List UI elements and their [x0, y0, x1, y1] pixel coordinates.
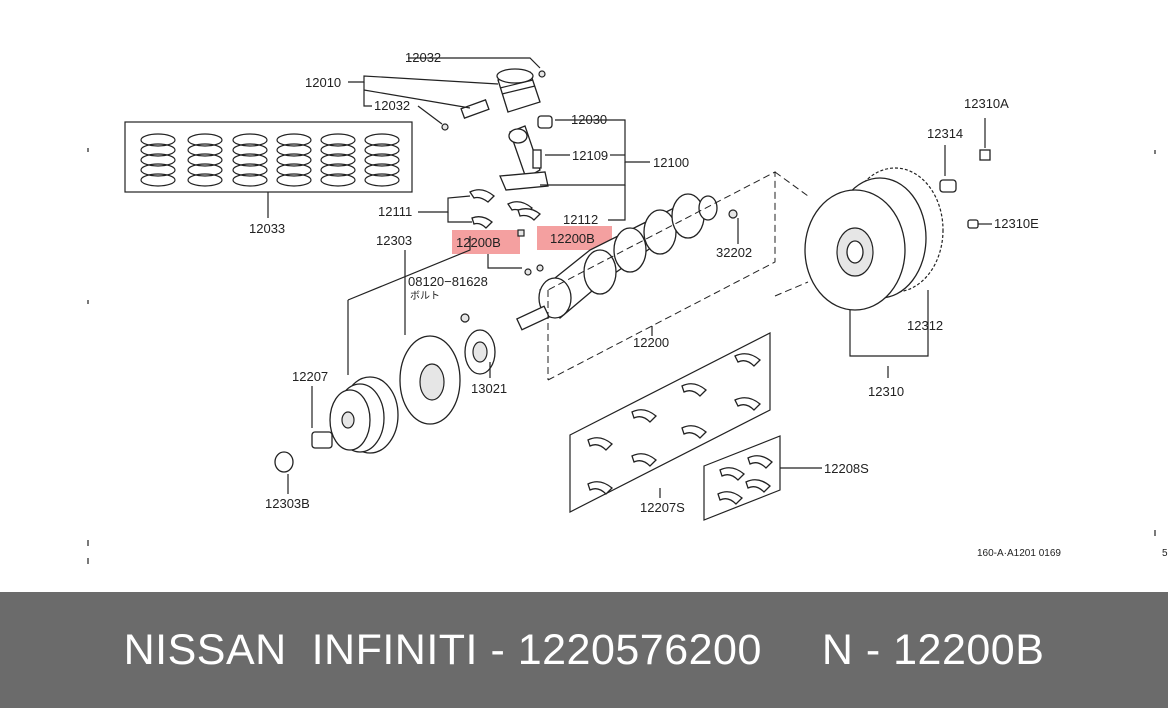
parts-diagram: 12032 12010 12032 12030 12109 12100 1203… [87, 50, 1168, 564]
thrust-bearing-set [703, 435, 822, 521]
label-12303: 12303 [376, 233, 412, 248]
flywheel [804, 149, 991, 311]
label-12207s: 12207S [640, 500, 685, 515]
label-bolt: ボルト [410, 290, 440, 302]
label-12030: 12030 [571, 112, 607, 127]
flywheel-leaders [774, 118, 992, 378]
crankshaft [516, 193, 738, 331]
label-08120-81628: 08120−81628 [408, 274, 488, 289]
scan-marks [87, 148, 1156, 564]
piston [441, 68, 546, 131]
main-bearing-set [569, 332, 771, 513]
pulley-leaders [287, 236, 491, 494]
label-13021: 13021 [471, 381, 507, 396]
label-12032-bottom: 12032 [374, 98, 410, 113]
label-12312: 12312 [907, 318, 943, 333]
label-12100: 12100 [653, 155, 689, 170]
connecting-rod [469, 115, 553, 237]
label-12010: 12010 [305, 75, 341, 90]
brand-part-number: NISSAN INFINITI - 1220576200 [123, 625, 762, 674]
label-12310: 12310 [868, 384, 904, 399]
label-12033: 12033 [249, 221, 285, 236]
crankshaft-box [547, 171, 776, 381]
part-number-banner: NISSAN INFINITI - 1220576200 N - 12200B [0, 592, 1168, 708]
label-12314: 12314 [927, 126, 963, 141]
label-12109: 12109 [572, 148, 608, 163]
piston-ring-set [124, 121, 413, 218]
label-12112: 12112 [563, 212, 598, 227]
label-12310e: 12310E [994, 216, 1039, 231]
piston-leaders [348, 57, 541, 125]
label-12207: 12207 [292, 369, 328, 384]
label-12200b-left: 12200B [456, 235, 501, 250]
reference-part-number: N - 12200B [821, 625, 1045, 674]
crank-pulley [274, 313, 496, 473]
label-12310a: 12310A [964, 96, 1009, 111]
label-12111: 12111 [378, 204, 412, 219]
label-12200b-right: 12200B [550, 231, 595, 246]
edge-marker: 5 [1162, 548, 1168, 559]
highlight-12200b-left [452, 230, 520, 254]
rod-leaders [418, 119, 650, 269]
label-12208s: 12208S [824, 461, 869, 476]
label-12303b: 12303B [265, 496, 310, 511]
label-32202: 32202 [716, 245, 752, 260]
label-12032-top: 12032 [405, 50, 441, 65]
label-12200: 12200 [633, 335, 669, 350]
diagram-code: 160-A·A1201 0169 [977, 548, 1061, 559]
